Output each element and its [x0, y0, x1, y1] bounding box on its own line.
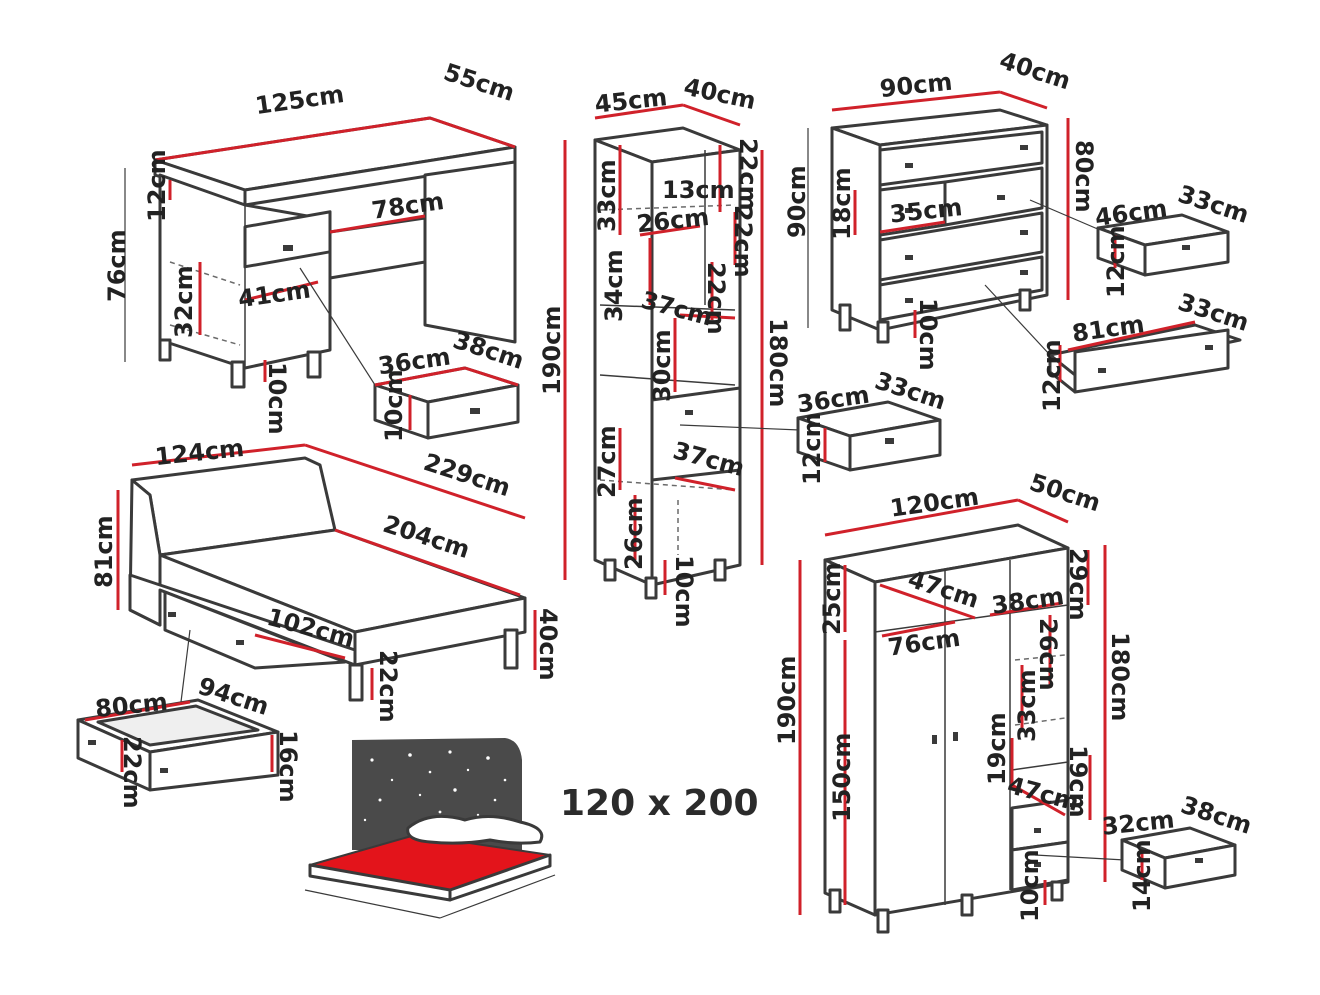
shelf-top-b-label: 22cm: [734, 138, 762, 211]
wardrobe-side-b-label: 33cm: [1013, 669, 1041, 742]
bed-drawer-h2-label: 16cm: [274, 730, 302, 803]
desk-width-label: 125cm: [253, 80, 345, 120]
bed-size-illustration: 120 x 200: [304, 738, 759, 919]
shelf-drawer-height-label: 12cm: [798, 412, 826, 485]
dresser-small-drawer-drawing: 46cm 33cm 12cm: [1093, 180, 1252, 298]
wardrobe-hang-label: 150cm: [828, 733, 856, 822]
dresser-height-label: 90cm: [783, 165, 811, 238]
bed-drawer-drawing: 80cm 94cm 22cm 16cm: [76, 672, 302, 809]
bed-height-label: 81cm: [90, 515, 118, 588]
desk-shelf-label: 32cm: [170, 265, 198, 338]
desk-leg-label: 10cm: [263, 362, 291, 435]
shelf-body-label: 180cm: [764, 318, 792, 407]
dresser-body-label: 80cm: [1070, 140, 1098, 213]
wardrobe-side-a-label: 26cm: [1034, 618, 1062, 691]
desk-top-gap-label: 12cm: [143, 149, 171, 222]
wardrobe-height-label: 190cm: [773, 656, 801, 745]
dresser-leg-label: 10cm: [914, 298, 942, 371]
wardrobe-side-d-label: 19cm: [1064, 745, 1092, 818]
shelf-height-label: 190cm: [538, 306, 566, 395]
wardrobe-drawer-h-label: 14cm: [1128, 839, 1156, 912]
bed-drawer-h1-label: 22cm: [118, 736, 146, 809]
bed-length-label: 229cm: [420, 448, 514, 502]
shelf-drawer-drawing: 36cm 33cm 12cm: [795, 366, 949, 485]
wardrobe-leg-label: 10cm: [1016, 849, 1044, 922]
wardrobe-drawer-drawing: 32cm 38cm 14cm: [1101, 791, 1256, 912]
desk-drawer-drawing: 36cm 38cm 10cm: [373, 326, 527, 442]
desk-height-label: 76cm: [103, 229, 131, 302]
wardrobe-body-label: 180cm: [1106, 632, 1134, 721]
wardrobe-top-left-label: 25cm: [818, 562, 846, 635]
shelf-lower-b-label: 26cm: [620, 497, 648, 570]
bed-size-label: 120 x 200: [560, 783, 759, 824]
dresser-drawing: 90cm 40cm 90cm 80cm 18cm 35cm 10cm: [783, 46, 1101, 371]
shelf-unit-drawing: 45cm 40cm 190cm 180cm 33cm 22cm 13cm 26c…: [538, 73, 801, 628]
shelf-lower-a-label: 27cm: [593, 425, 621, 498]
shelf-leg-label: 10cm: [670, 555, 698, 628]
bed-frame-label: 40cm: [534, 608, 562, 681]
shelf-top-a-label: 33cm: [593, 159, 621, 232]
wardrobe-top-label: 29cm: [1064, 548, 1092, 621]
shelf-width-label: 45cm: [593, 83, 668, 118]
desk-drawing: 125cm 55cm 76cm 12cm 78cm 41cm 32cm 10cm: [103, 58, 518, 435]
shelf-mid-b-label: 22cm: [702, 262, 730, 335]
shelf-inner-h-label: 22cm: [729, 205, 757, 278]
dresser-big-h-label: 12cm: [1038, 339, 1066, 412]
bed-leg-label: 22cm: [374, 650, 402, 723]
wardrobe-drawing: 120cm 50cm 190cm 180cm 29cm 25cm 47cm 38…: [773, 468, 1134, 934]
dresser-big-drawer-drawing: 81cm 33cm 12cm: [1038, 288, 1252, 412]
bed-width-label: 124cm: [154, 434, 246, 471]
desk-depth-label: 55cm: [440, 58, 518, 107]
shelf-inner-w-label: 13cm: [662, 176, 735, 204]
desk-drawer-height-label: 10cm: [380, 369, 408, 442]
bed-drawing: 124cm 229cm 81cm 204cm 102cm 40cm 22cm: [90, 434, 562, 723]
shelf-open-label: 30cm: [648, 329, 676, 402]
wardrobe-width-label: 120cm: [888, 483, 980, 523]
dresser-depth-label: 40cm: [996, 46, 1074, 95]
dresser-small-drawer-h-label: 18cm: [828, 167, 856, 240]
wardrobe-side-c-label: 19cm: [983, 712, 1011, 785]
dresser-small-h-label: 12cm: [1102, 225, 1130, 298]
shelf-mid-a-label: 34cm: [600, 249, 628, 322]
